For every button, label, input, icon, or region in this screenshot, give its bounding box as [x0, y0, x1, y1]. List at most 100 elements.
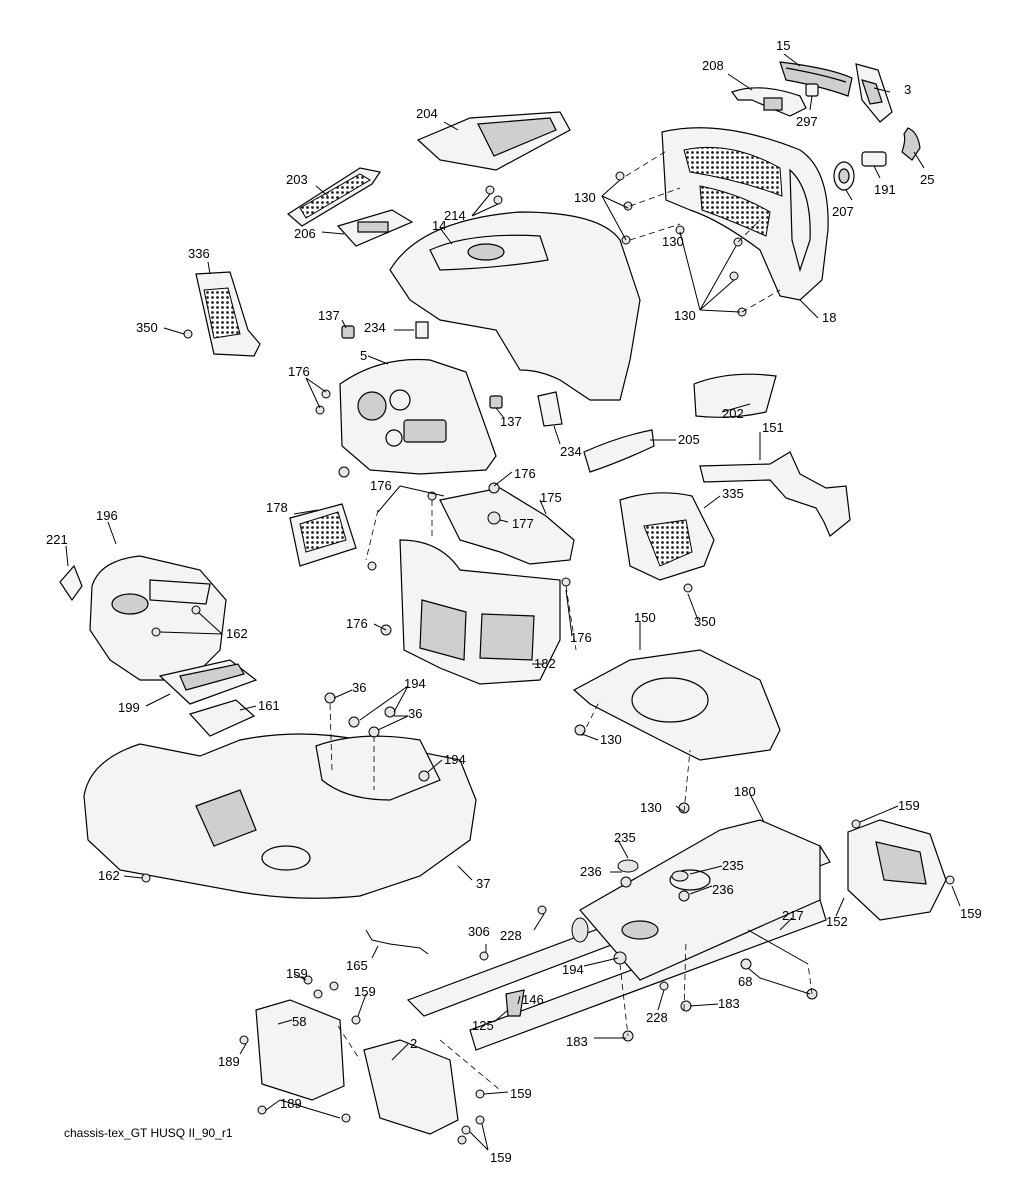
callout-159-c: 159	[286, 966, 308, 981]
part-137-knob-b	[489, 395, 503, 409]
callout-151: 151	[762, 420, 784, 435]
callout-159-a: 159	[898, 798, 920, 813]
callout-176-b: 176	[514, 466, 536, 481]
part-150-floor-pan	[572, 649, 781, 761]
part-204-hood-top	[416, 111, 571, 171]
part-203-hood-ornament	[286, 167, 381, 227]
callout-336: 336	[188, 246, 210, 261]
callout-18: 18	[822, 310, 836, 325]
callout-194-c: 194	[562, 962, 584, 977]
part-234-decal-b	[537, 391, 563, 427]
fasteners	[141, 171, 955, 1145]
callout-194-b: 194	[444, 752, 466, 767]
callout-15: 15	[776, 38, 790, 53]
callout-68: 68	[738, 974, 752, 989]
part-137-knob-a	[341, 325, 355, 339]
callout-205: 205	[678, 432, 700, 447]
part-336-side-panel	[195, 271, 261, 357]
callout-5: 5	[360, 348, 367, 363]
part-152-rear-bracket	[847, 819, 947, 921]
callout-235-b: 235	[722, 858, 744, 873]
callout-236-a: 236	[580, 864, 602, 879]
callout-180: 180	[734, 784, 756, 799]
callout-217: 217	[782, 908, 804, 923]
callout-204: 204	[416, 106, 438, 121]
callout-177: 177	[512, 516, 534, 531]
callout-25: 25	[920, 172, 934, 187]
assembly-lines	[329, 149, 813, 1091]
part-335-side-panel	[619, 492, 715, 581]
callout-159-d: 159	[354, 984, 376, 999]
callout-236-b: 236	[712, 882, 734, 897]
callout-159-b: 159	[960, 906, 982, 921]
callout-130-c: 130	[674, 308, 696, 323]
callout-207: 207	[832, 204, 854, 219]
callout-335: 335	[722, 486, 744, 501]
callout-228-b: 228	[646, 1010, 668, 1025]
callout-176-c: 176	[370, 478, 392, 493]
callout-161: 161	[258, 698, 280, 713]
callout-191: 191	[874, 182, 896, 197]
callout-206: 206	[294, 226, 316, 241]
callout-189-b: 189	[280, 1096, 302, 1111]
callout-2: 2	[410, 1036, 417, 1051]
callout-labels: 15 208 3 297 25 191 207 204 203 214 14 2…	[46, 38, 982, 1165]
part-177-grommet	[487, 511, 501, 525]
part-2-front-axle-bracket	[363, 1039, 459, 1135]
callout-137-b: 137	[500, 414, 522, 429]
callout-182: 182	[534, 656, 556, 671]
callout-208: 208	[702, 58, 724, 73]
callout-203: 203	[286, 172, 308, 187]
callout-130-e: 130	[640, 800, 662, 815]
part-165-wire	[365, 929, 429, 955]
part-151-bracket	[699, 451, 851, 537]
callout-36-a: 36	[352, 680, 366, 695]
callout-150: 150	[634, 610, 656, 625]
part-175-support	[439, 487, 575, 565]
callout-214: 214	[444, 208, 466, 223]
callout-183-b: 183	[566, 1034, 588, 1049]
callout-137-a: 137	[318, 308, 340, 323]
callout-175: 175	[540, 490, 562, 505]
part-178-vent	[289, 503, 357, 567]
callout-234-a: 234	[364, 320, 386, 335]
callout-183-a: 183	[718, 996, 740, 1011]
part-199-step-plate	[158, 659, 258, 705]
callout-14: 14	[432, 218, 446, 233]
callout-37: 37	[476, 876, 490, 891]
part-208-headlight-bracket	[731, 87, 807, 117]
callout-178: 178	[266, 500, 288, 515]
callout-297: 297	[796, 114, 818, 129]
callout-228-a: 228	[500, 928, 522, 943]
callout-199: 199	[118, 700, 140, 715]
callout-221: 221	[46, 532, 68, 547]
part-207-socket	[833, 161, 855, 191]
part-206-dash-trim	[336, 209, 414, 247]
callout-176-a: 176	[288, 364, 310, 379]
callout-146: 146	[522, 992, 544, 1007]
callout-125: 125	[472, 1018, 494, 1033]
callout-130-b: 130	[662, 234, 684, 249]
callout-202: 202	[722, 406, 744, 421]
part-217-rod	[747, 929, 809, 965]
callout-58: 58	[292, 1014, 306, 1029]
part-5-dash-panel	[339, 358, 497, 475]
part-18-front-bumper-grille	[661, 127, 829, 301]
callout-159-e: 159	[510, 1086, 532, 1101]
part-182-front-panel	[399, 539, 561, 685]
part-205-lower-trim	[583, 429, 655, 473]
callout-3: 3	[904, 82, 911, 97]
part-196-seat-pan	[89, 555, 227, 681]
part-234-decal-a	[415, 321, 429, 339]
callout-130-d: 130	[600, 732, 622, 747]
part-15-headlight-lens	[779, 61, 853, 97]
callout-159-f: 159	[490, 1150, 512, 1165]
part-161-trim	[188, 699, 256, 737]
callout-162-a: 162	[226, 626, 248, 641]
part-58-front-bracket	[255, 999, 345, 1101]
part-37-footplate	[83, 733, 477, 899]
callout-196: 196	[96, 508, 118, 523]
part-221-decal	[59, 564, 83, 602]
